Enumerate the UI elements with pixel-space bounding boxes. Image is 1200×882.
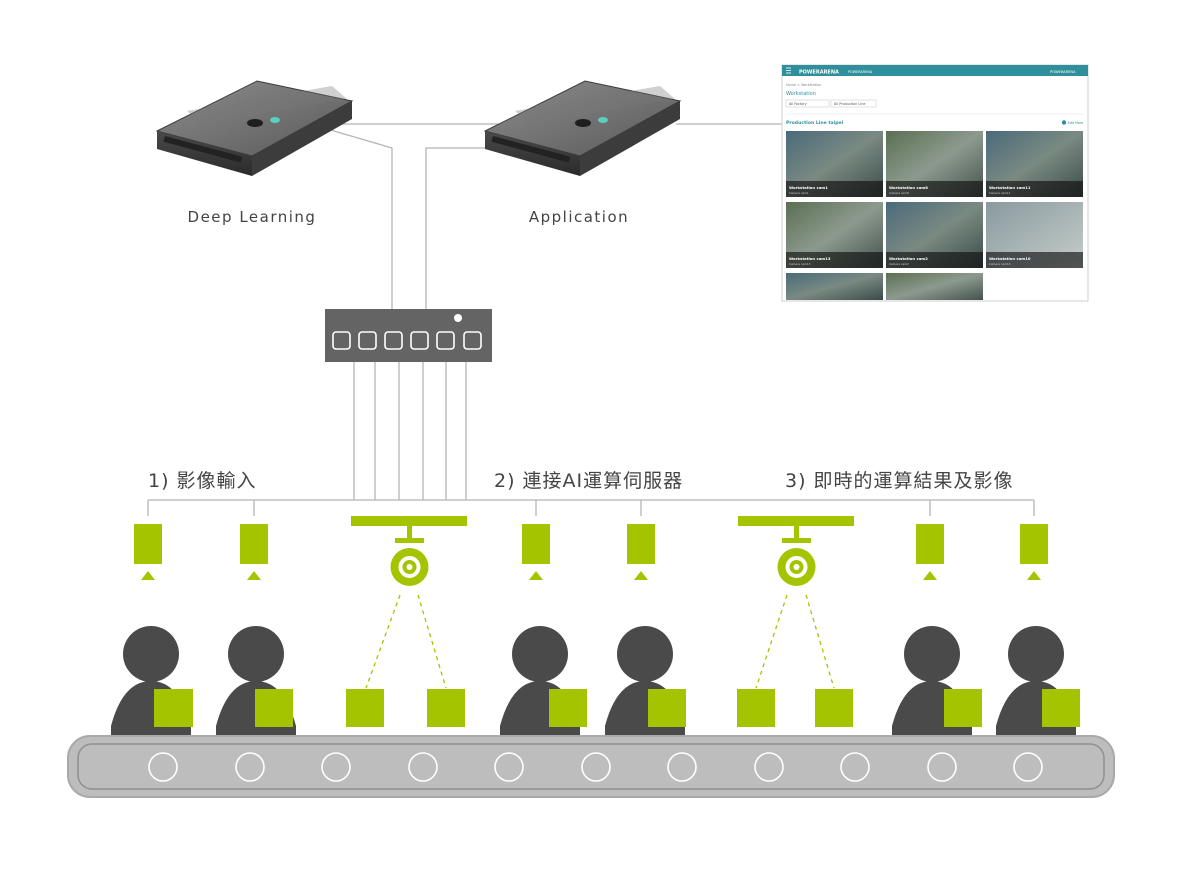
line-select-value: All Production Line xyxy=(834,102,865,106)
camera-tile-name: Workstation cam10 xyxy=(989,256,1031,261)
camera-tile-name: Workstation cam1 xyxy=(789,185,828,190)
network-switch xyxy=(325,309,492,362)
dashboard-breadcrumb: Home > Workstation xyxy=(786,83,821,87)
camera-tile[interactable]: Workstation cam1 Camera cam1 xyxy=(786,131,883,197)
camera-tile[interactable]: Workstation cam10 Camera cam10 xyxy=(986,202,1083,268)
step-1-label: 1) 影像輸入 xyxy=(148,470,257,492)
dashboard-header xyxy=(782,65,1088,76)
line-action[interactable]: Edit More xyxy=(1068,121,1083,125)
dashboard-brand: POWERARENA xyxy=(799,70,839,76)
camera-tile-sub: Camera cam2 xyxy=(889,262,909,266)
factory-select-value: All Factory xyxy=(789,102,807,106)
application-label: Application xyxy=(529,208,629,226)
factory-select[interactable] xyxy=(785,99,830,108)
camera-tile-sub: Camera cam8 xyxy=(889,191,909,195)
dashboard-screenshot: POWERARENA POWERARENA POWERARENA Home > … xyxy=(781,64,1089,302)
camera-view-cones xyxy=(365,594,835,689)
camera-tile[interactable]: Workstation cam13 Camera cam13 xyxy=(786,202,883,268)
camera-tile[interactable]: Workstation cam11 Camera cam11 xyxy=(986,131,1083,197)
camera-icon xyxy=(522,524,550,580)
application-server xyxy=(484,80,681,177)
camera-tile[interactable]: Workstation cam2 Camera cam2 xyxy=(886,202,983,268)
product-boxes xyxy=(154,689,1080,727)
camera-tile-name: Workstation cam8 xyxy=(889,185,928,190)
camera-tile-sub: Camera cam13 xyxy=(789,262,811,266)
dashboard-user[interactable]: POWERARENA xyxy=(1050,70,1076,74)
camera-tile-name: Workstation cam13 xyxy=(789,256,831,261)
camera-tile-name: Workstation cam11 xyxy=(989,185,1031,190)
camera-icon xyxy=(1020,524,1048,580)
camera-tile[interactable]: Workstation cam8 Camera cam8 xyxy=(886,131,983,197)
dashboard-section-title: Workstation xyxy=(786,91,816,97)
line-title: Production Line taipei xyxy=(786,120,844,126)
camera-tile-name: Workstation cam2 xyxy=(889,256,928,261)
camera-tile-sub: Camera cam11 xyxy=(989,191,1011,195)
camera-icon xyxy=(134,524,162,580)
step-3-label: 3) 即時的運算結果及影像 xyxy=(785,470,1014,492)
camera-icon xyxy=(627,524,655,580)
deep-learning-server xyxy=(156,80,353,177)
dashboard-nav-item[interactable]: POWERARENA xyxy=(848,70,873,74)
camera-tile-sub: Camera cam1 xyxy=(789,191,809,195)
camera-tile[interactable] xyxy=(886,273,983,300)
line-select[interactable] xyxy=(830,99,877,108)
camera-tile-sub: Camera cam10 xyxy=(989,262,1011,266)
edit-icon[interactable] xyxy=(1061,120,1067,125)
network-lines xyxy=(147,123,1035,516)
ai-camera-icon xyxy=(349,514,469,588)
menu-icon xyxy=(786,67,791,74)
step-2-label: 2) 連接AI運算伺服器 xyxy=(494,470,683,492)
camera-icon xyxy=(916,524,944,580)
conveyor-belt xyxy=(67,735,1115,798)
camera-icon xyxy=(240,524,268,580)
ai-camera-icon xyxy=(736,514,856,588)
camera-tile[interactable] xyxy=(786,273,883,300)
deep-learning-label: Deep Learning xyxy=(188,208,317,226)
